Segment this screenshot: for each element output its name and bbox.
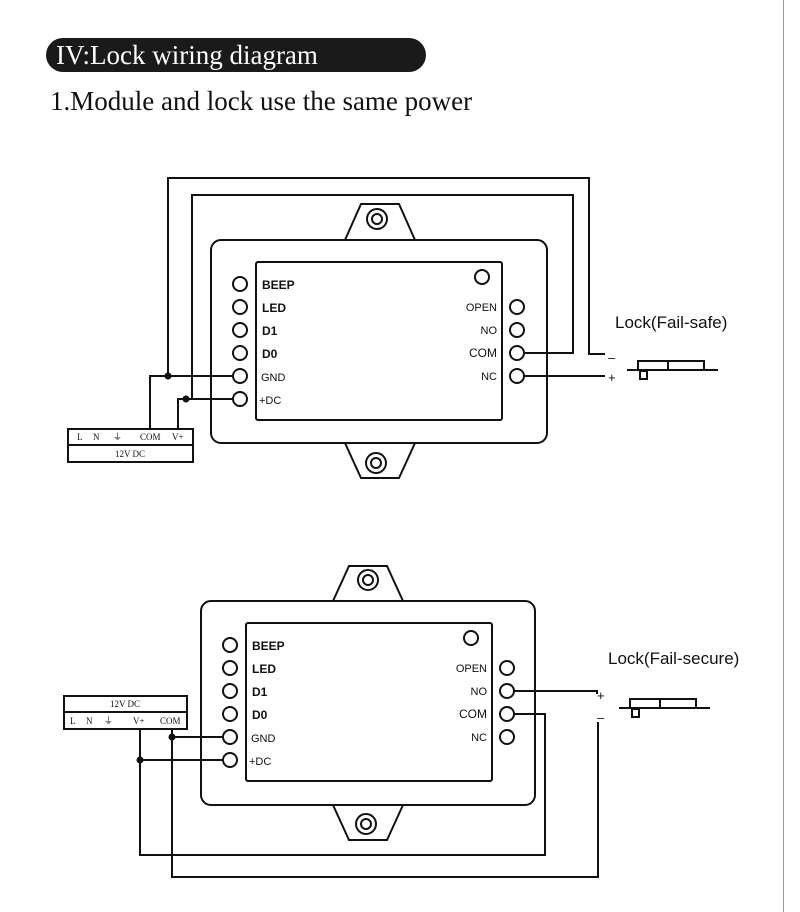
lock-label: Lock(Fail-safe) [615,313,727,332]
terminal-label: NO [481,325,498,337]
terminal-label: NC [481,371,497,383]
psu-terminal: N [86,716,93,726]
terminal-label: D1 [252,685,268,699]
psu-label: 12V DC [110,699,140,709]
terminal-label: GND [261,372,286,384]
terminal-label: OPEN [456,663,487,675]
diagram-1-module [210,203,548,479]
terminal-label: BEEP [252,639,285,653]
polarity-label: + [608,370,616,385]
psu-terminal: L [77,432,83,442]
psu-terminal: COM [160,716,181,726]
psu-terminal: V+ [133,716,145,726]
psu-terminal: COM [140,432,161,442]
section-title: IV:Lock wiring diagram [46,38,426,72]
diagram-1-wires [67,177,718,463]
terminal-label: OPEN [466,302,497,314]
lock-label: Lock(Fail-secure) [608,649,739,668]
terminal-label: D0 [252,708,268,722]
terminal-label: +DC [259,395,281,407]
polarity-label: + [597,688,605,703]
ground-icon: ⏚ [113,432,122,442]
terminal-label: D0 [262,347,278,361]
page-edge-rule [783,0,784,912]
psu-terminal: V+ [172,432,184,442]
psu-label: 12V DC [115,449,145,459]
terminal-label: +DC [249,756,271,768]
psu-terminal: N [93,432,100,442]
diagram-2-labels: BEEP LED D1 D0 GND +DC OPEN NO COM NC 12… [70,639,739,768]
terminal-label: NC [471,732,487,744]
diagram-1-labels: BEEP LED D1 D0 GND +DC OPEN NO COM NC L … [77,278,727,459]
diagram-2-module [200,565,536,841]
terminal-label: LED [252,662,276,676]
psu-terminal: L [70,716,76,726]
terminal-label: COM [459,707,487,721]
ground-icon: ⏚ [104,716,113,726]
terminal-label: NO [471,686,488,698]
terminal-label: D1 [262,324,278,338]
subtitle: 1.Module and lock use the same power [50,86,473,116]
terminal-label: LED [262,301,286,315]
polarity-label: – [597,710,605,725]
diagram-2-wires [63,690,710,878]
terminal-label: GND [251,733,276,745]
terminal-label: COM [469,346,497,360]
terminal-label: BEEP [262,278,295,292]
polarity-label: – [608,350,616,365]
